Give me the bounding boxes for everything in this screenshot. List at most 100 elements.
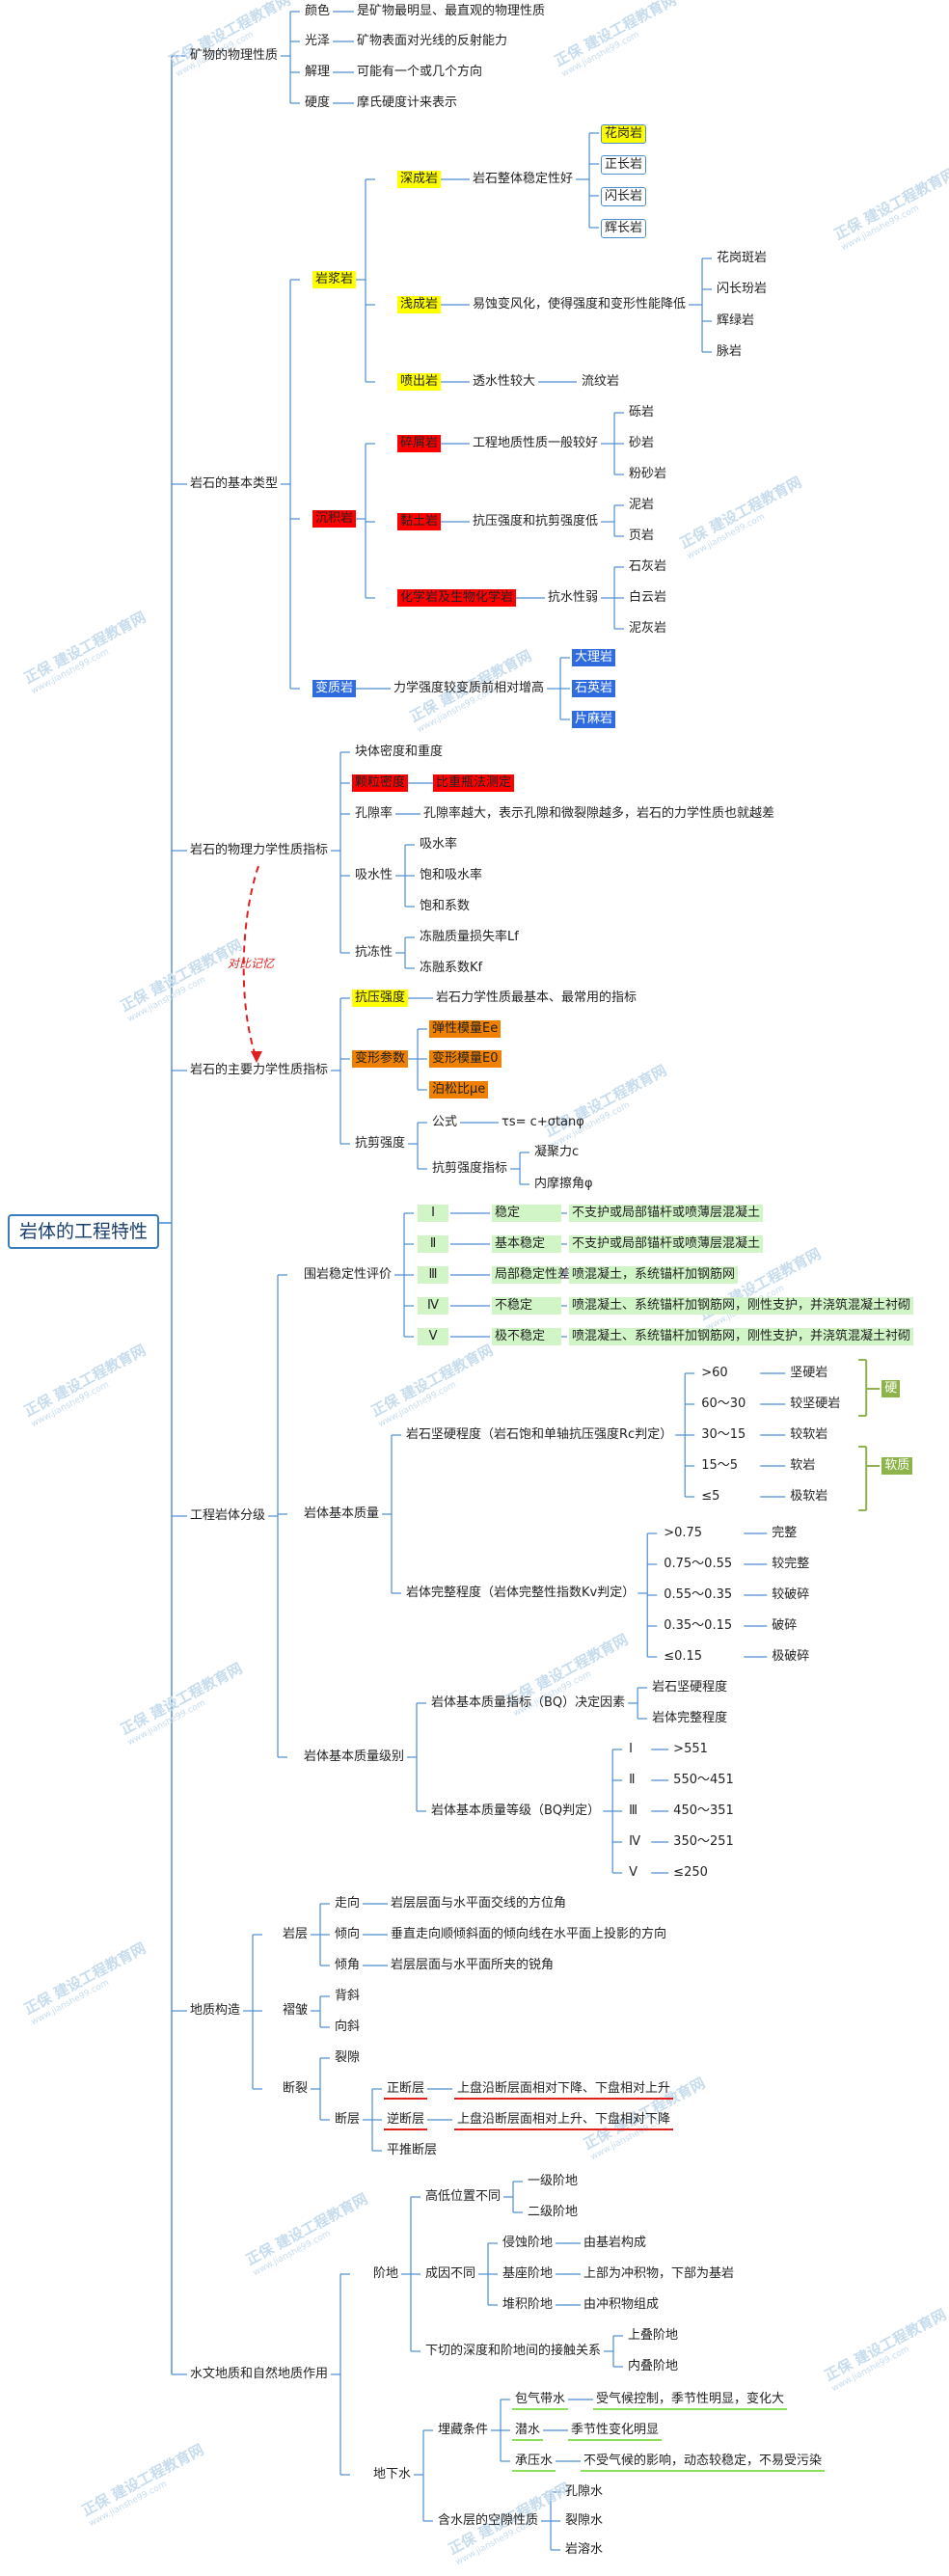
clastic-rock-item: 粉砂岩 (629, 467, 667, 481)
metamorphic-rock-item: 石英岩 (572, 680, 616, 697)
void-item: 岩溶水 (565, 2542, 604, 2557)
deep-rock-item: 正长岩 (601, 155, 647, 175)
terrace-height: 高低位置不同 (425, 2189, 502, 2204)
extrusive-rock-value: 透水性较大 (473, 374, 536, 389)
terrace-origin-item-key: 堆积阶地 (502, 2297, 554, 2312)
metamorphic-rock-item: 片麻岩 (572, 711, 616, 728)
integrity-name: 较破碎 (772, 1587, 810, 1602)
integrity-name: 完整 (772, 1526, 798, 1540)
shear-node: 抗剪强度 (355, 1136, 406, 1151)
density-node: 块体密度和重度 (355, 745, 444, 759)
sedimentary-label: 沉积岩 (312, 510, 357, 528)
hardness-name: 极软岩 (790, 1489, 828, 1504)
shear-index-item: 内摩擦角φ (534, 1177, 593, 1191)
stability-node: 围岩稳定性评价 (304, 1267, 393, 1282)
shear-formula-value: τs= c+σtanφ (502, 1115, 584, 1129)
stability-grade: Ⅴ (418, 1328, 449, 1345)
deep-rock-item: 花岗岩 (601, 124, 647, 144)
terrace-origin-item-value: 由基岩构成 (583, 2236, 647, 2250)
mineral-item-value: 可能有一个或几个方向 (357, 65, 483, 79)
terrace-height-item: 一级阶地 (528, 2174, 579, 2188)
fold-item: 向斜 (335, 2020, 361, 2034)
stability-measure: 不支护或局部锚杆或喷薄层混凝土 (569, 1205, 764, 1222)
extrusive-rock-key: 喷出岩 (397, 373, 442, 391)
metamorphic-key: 变质岩 (312, 680, 357, 697)
fault-type: 逆断层 (384, 2111, 428, 2130)
chemical-rock-key: 化学岩及生物化学岩 (397, 589, 517, 607)
branch-rocktypes: 岩石的基本类型 (190, 476, 279, 491)
branch-structure: 地质构造 (190, 2003, 241, 2018)
root-topic: 岩体的工程特性 (8, 1214, 160, 1249)
terrace-origin-item-key: 侵蚀阶地 (502, 2236, 554, 2250)
mineral-item-key: 硬度 (305, 95, 331, 110)
stability-state: 稳定 (492, 1205, 561, 1222)
burial-item-key: 包气带水 (512, 2391, 569, 2410)
relation-arrow (242, 865, 259, 1060)
hardness-group-soft: 软质 (881, 1457, 913, 1475)
bq-range: 550～451 (673, 1773, 734, 1787)
metamorphic-value: 力学强度较变质前相对增高 (393, 681, 545, 695)
mineral-item-value: 是矿物最明显、最直观的物理性质 (357, 4, 546, 18)
stability-measure: 喷混凝土，系统锚杆加钢筋网 (569, 1266, 739, 1284)
stability-grade: Ⅳ (418, 1297, 449, 1315)
stability-measure: 不支护或局部锚杆或喷薄层混凝土 (569, 1235, 764, 1253)
void-node: 含水层的空隙性质 (438, 2513, 539, 2528)
integrity-range: 0.35～0.15 (664, 1618, 733, 1633)
absorption-item: 吸水率 (420, 837, 458, 852)
terrace-height-item: 二级阶地 (528, 2205, 579, 2219)
deformation-item: 泊松比μe (429, 1081, 489, 1098)
terrace-cut-item: 上叠阶地 (628, 2328, 679, 2343)
frost-item: 冻融质量损失率Lf (420, 930, 519, 944)
terrace-origin-item-key: 基座阶地 (502, 2266, 554, 2281)
branch-classification: 工程岩体分级 (190, 1508, 266, 1523)
stratum-node: 岩层 (283, 1927, 309, 1941)
integrity-range: 0.75～0.55 (664, 1557, 733, 1571)
grade-node: 岩体基本质量级别 (304, 1749, 405, 1764)
fault-desc: 上盘沿断层面相对下降、下盘相对上升 (454, 2080, 674, 2100)
clastic-rock-item: 砾岩 (629, 405, 655, 420)
deformation-item: 变形模量E0 (429, 1050, 502, 1068)
bq-grade: Ⅱ (629, 1773, 636, 1787)
hardness-range: >60 (701, 1366, 728, 1380)
stability-measure: 喷混凝土、系统锚杆加钢筋网，刚性支护，并浇筑混凝土衬砌 (569, 1328, 914, 1345)
chemical-rock-item: 白云岩 (629, 590, 667, 605)
clay-rock-item: 页岩 (629, 529, 655, 543)
branch-mineral: 矿物的物理性质 (190, 48, 279, 63)
deformation-item: 弹性模量Ee (429, 1020, 502, 1038)
bq-range: >551 (673, 1742, 708, 1756)
clastic-rock-value: 工程地质性质一般较好 (473, 436, 599, 450)
extrusive-rock-item: 流纹岩 (582, 374, 620, 389)
groundwater-node: 地下水 (373, 2467, 412, 2481)
bq-factor-node: 岩体基本质量指标（BQ）决定因素 (431, 1695, 626, 1710)
hardness-range: 15～5 (701, 1458, 739, 1473)
bq-range: 350～251 (673, 1834, 734, 1849)
stratum-item-value: 岩层层面与水平面所夹的锐角 (391, 1958, 555, 1972)
burial-item-key: 潜水 (512, 2422, 544, 2441)
clay-rock-value: 抗压强度和抗剪强度低 (473, 514, 599, 529)
fault-node: 断层 (335, 2112, 361, 2127)
porosity-key: 孔隙率 (355, 806, 393, 821)
burial-item-value: 不受气候的影响，动态较稳定，不易受污染 (581, 2453, 826, 2472)
shallow-rock-item: 花岗斑岩 (717, 251, 768, 265)
absorption-item: 饱和系数 (420, 899, 471, 913)
fault-type: 正断层 (384, 2080, 428, 2100)
absorption-item: 饱和吸水率 (420, 868, 483, 882)
fold-item: 背斜 (335, 1989, 361, 2003)
stratum-item-key: 走向 (335, 1896, 361, 1911)
shallow-rock-key: 浅成岩 (397, 296, 442, 313)
mineral-item-value: 摩氏硬度计来表示 (357, 95, 458, 110)
integrity-range: ≤0.15 (664, 1649, 703, 1664)
shear-index-item: 凝聚力c (534, 1145, 580, 1159)
shear-index: 抗剪强度指标 (432, 1161, 508, 1176)
clay-rock-item: 泥岩 (629, 498, 655, 512)
compressive-key: 抗压强度 (352, 990, 409, 1007)
hardness-name: 较坚硬岩 (790, 1396, 841, 1411)
bq-grade: Ⅳ (629, 1834, 641, 1849)
stability-state: 局部稳定性差 (492, 1266, 570, 1284)
hardness-node: 岩石坚硬程度（岩石饱和单轴抗压强度Rc判定） (406, 1427, 673, 1442)
chemical-rock-value: 抗水性弱 (548, 590, 599, 605)
burial-item-value: 季节性变化明显 (568, 2422, 663, 2441)
stability-grade: Ⅱ (418, 1235, 449, 1253)
integrity-range: >0.75 (664, 1526, 703, 1540)
